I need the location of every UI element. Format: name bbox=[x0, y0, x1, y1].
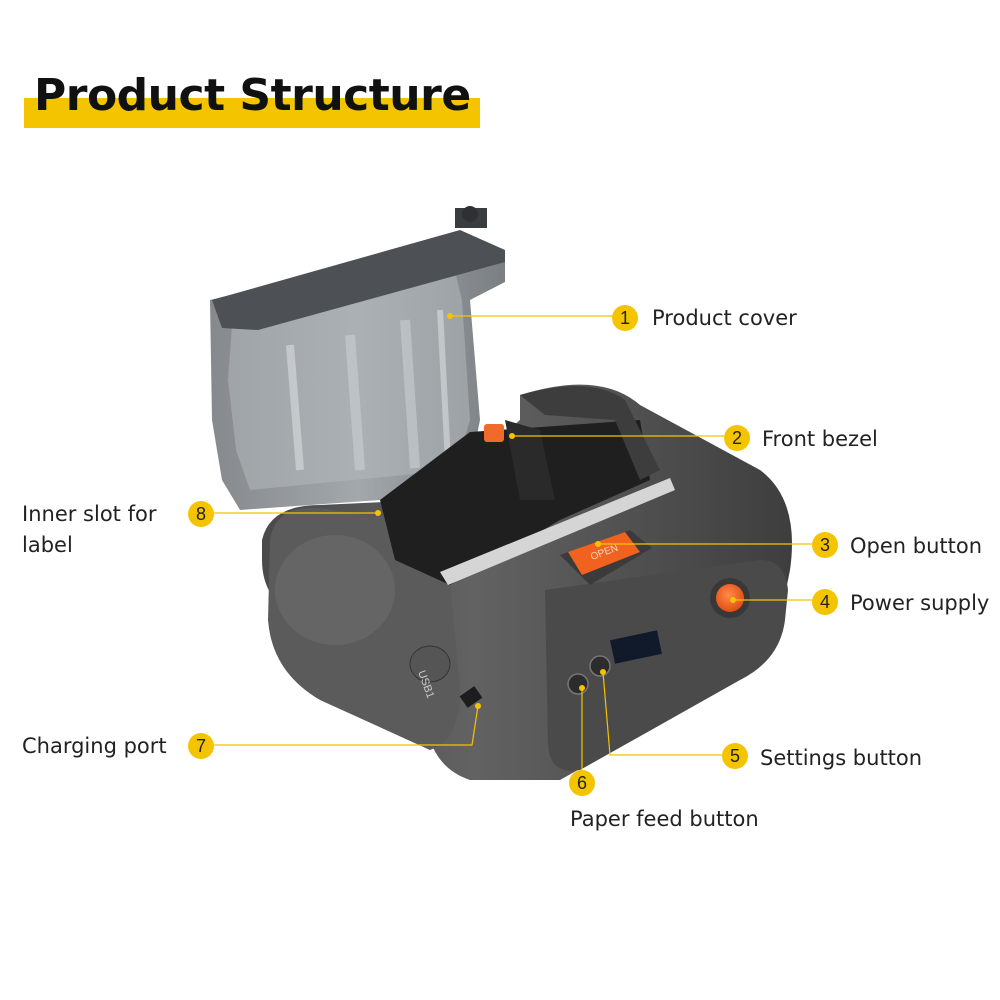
callout-5-badge: 5 bbox=[722, 743, 748, 769]
callout-5-label: Settings button bbox=[760, 746, 923, 770]
leader-lines bbox=[214, 315, 812, 770]
title-highlight-bar bbox=[24, 98, 480, 128]
callout-7-badge: 7 bbox=[188, 733, 214, 759]
callout-4-label: Power supply bbox=[850, 591, 990, 615]
page-title: Product Structure bbox=[34, 70, 471, 121]
callout-1-badge: 1 bbox=[612, 305, 638, 331]
callout-3-label: Open button bbox=[850, 534, 983, 558]
callout-3-badge: 3 bbox=[812, 532, 838, 558]
callout-1-label: Product cover bbox=[652, 306, 797, 330]
callout-8-badge: 8 bbox=[188, 501, 214, 527]
leader-dots bbox=[375, 313, 736, 709]
callout-2-label: Front bezel bbox=[762, 427, 878, 451]
callout-7-label: Charging port bbox=[22, 734, 167, 758]
printer-body bbox=[262, 384, 792, 780]
callout-4-badge: 4 bbox=[812, 589, 838, 615]
callout-6-badge: 6 bbox=[569, 770, 595, 796]
product-cover bbox=[210, 206, 505, 510]
callout-6-label: Paper feed button bbox=[570, 807, 759, 831]
callout-2-badge: 2 bbox=[724, 425, 750, 451]
callout-8-label-line2: label bbox=[22, 533, 73, 557]
callout-8-label-line1: Inner slot for bbox=[22, 502, 157, 526]
